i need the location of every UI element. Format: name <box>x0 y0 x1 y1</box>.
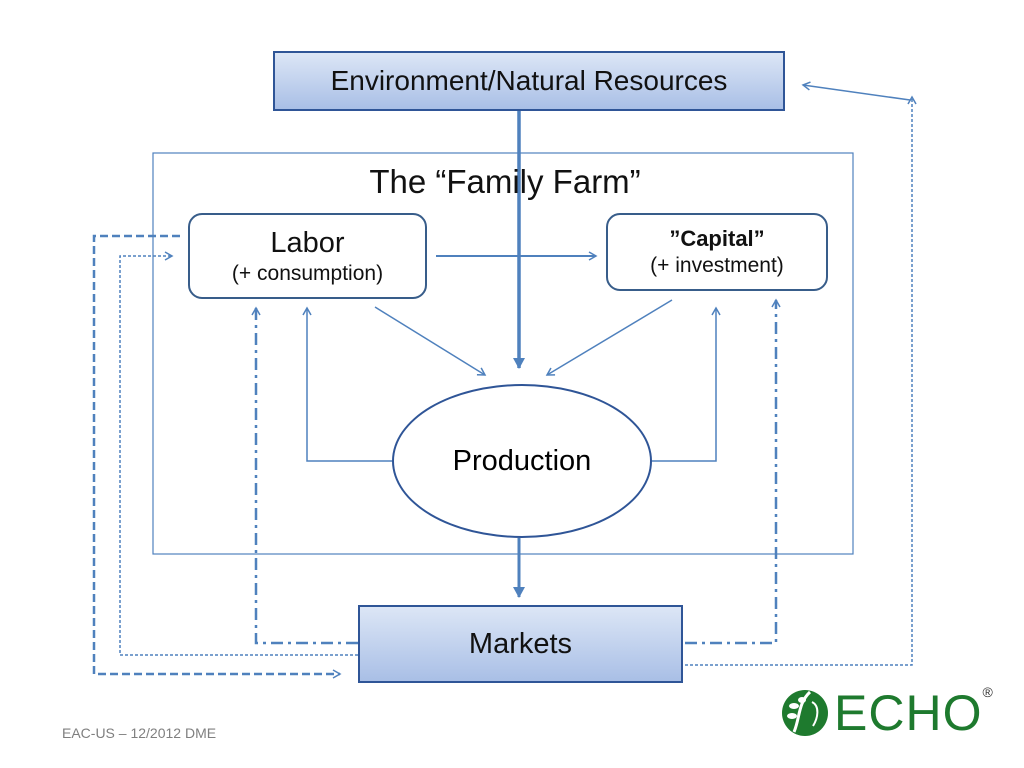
markets-box: Markets <box>358 605 683 683</box>
labor-box: Labor (+ consumption) <box>188 213 427 299</box>
capital-to-production-arrow <box>545 299 673 376</box>
production-label: Production <box>452 444 592 477</box>
production-ellipse: Production <box>392 384 652 538</box>
echo-logo: ECHO ® <box>780 684 993 742</box>
markets-to-capital-dashdot <box>685 298 781 645</box>
to-environment-arrow <box>801 81 911 101</box>
registered-mark: ® <box>982 684 993 700</box>
labor-to-production-arrow <box>374 306 487 376</box>
footer-text: EAC-US – 12/2012 DME <box>62 725 217 741</box>
capital-title: ”Capital” <box>669 226 765 251</box>
environment-label: Environment/Natural Resources <box>330 65 728 96</box>
capital-box: ”Capital” (+ investment) <box>606 213 828 291</box>
environment-box: Environment/Natural Resources <box>273 51 785 111</box>
markets-label: Markets <box>468 627 573 660</box>
leaf-globe-icon <box>782 690 828 736</box>
markets-to-labor-dotted <box>119 251 358 656</box>
family-farm-title: The “Family Farm” <box>369 163 641 200</box>
production-to-capital-arrow <box>652 306 721 462</box>
markets-to-environment-dotted <box>685 95 917 666</box>
markets-to-labor-dashdot <box>251 306 358 645</box>
family-farm-boundary <box>152 152 854 555</box>
production-to-labor-arrow <box>302 306 392 462</box>
labor-subtitle: (+ consumption) <box>231 261 384 285</box>
capital-subtitle: (+ investment) <box>650 254 784 277</box>
labor-to-markets-dashed <box>92 234 342 679</box>
labor-title: Labor <box>270 226 345 259</box>
logo-text: ECHO <box>834 685 983 741</box>
